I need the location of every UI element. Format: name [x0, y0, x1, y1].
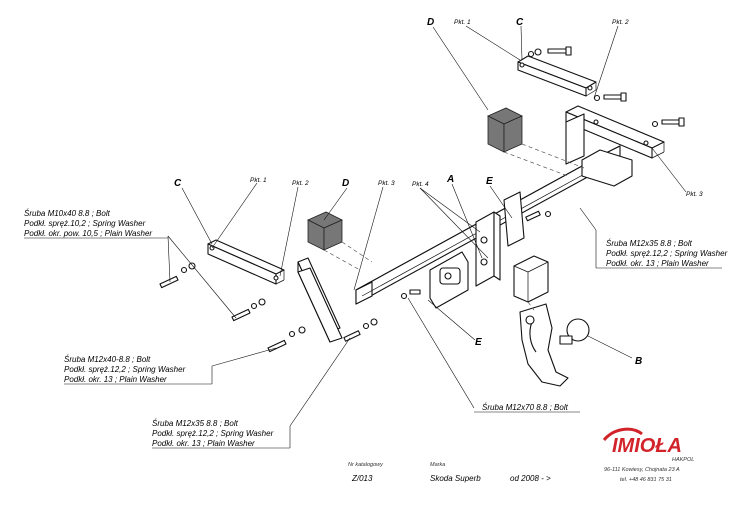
upper-right-bolts — [527, 46, 685, 128]
callout-left-top-line2: Podkł. spręż.10,2 ; Spring Washer — [24, 219, 146, 228]
logo-phone: tel. +48 46 831 75 31 — [620, 477, 672, 483]
brand-label: Marka — [430, 462, 445, 468]
logo-brand: IMIOŁA — [612, 435, 682, 457]
logo-address: 96-111 Kowiesy, Chojnata 23 A — [604, 467, 680, 473]
point-label-pkt3-left: Pkt. 3 — [378, 180, 395, 187]
left-bracket-c — [207, 239, 285, 285]
callout-bottom-line1: Śruba M12x35 8.8 ; Bolt — [152, 419, 239, 428]
callout-left-mid-line3: Podkł. okr. 13 ; Plain Washer — [64, 375, 167, 384]
callout-left-mid: Śruba M12x40-8.8 ; Bolt Podkł. spręż.12,… — [64, 355, 213, 385]
spacer-block-d-upper — [487, 107, 523, 153]
center-mount-plate — [400, 191, 552, 309]
callout-right-line2: Podkł. spręż.12,2 ; Spring Washer — [606, 249, 728, 258]
callout-bottom: Śruba M12x35 8.8 ; Bolt Podkł. spręż.12,… — [152, 419, 291, 449]
callout-right-line3: Podkł. okr. 13 ; Plain Washer — [606, 259, 709, 268]
callout-right-line1: Śruba M12x35 8.8 ; Bolt — [606, 239, 693, 248]
alignment-lines — [323, 143, 585, 311]
callout-center: Śruba M12x70 8.8 ; Bolt — [474, 403, 580, 413]
upper-right-bracket-long — [565, 105, 665, 159]
part-letter-d-upper: D — [427, 17, 434, 28]
callout-left-top-line1: Śruba M10x40 8.8 ; Bolt — [24, 209, 111, 218]
part-letter-e-lower: E — [475, 337, 482, 348]
logo-swoosh-icon — [602, 427, 643, 442]
part-letter-c-left: C — [174, 178, 182, 189]
point-label-pkt2-left: Pkt. 2 — [292, 180, 309, 187]
callout-center-line1: Śruba M12x70 8.8 ; Bolt — [482, 403, 569, 412]
part-letter-e-upper: E — [486, 176, 493, 187]
part-letters: D C C D A E E B — [174, 17, 642, 367]
callout-bottom-line2: Podkł. spręż.12,2 ; Spring Washer — [152, 429, 274, 438]
part-letter-d-left: D — [342, 178, 349, 189]
leader-lines — [167, 25, 687, 427]
part-letter-b: B — [635, 356, 642, 367]
title-block: Nr katalogowy Z/013 Marka Skoda Superb o… — [348, 462, 551, 483]
left-bracket-long — [297, 257, 343, 343]
brand-value: Skoda Superb — [430, 474, 481, 483]
catalog-number-value: Z/013 — [351, 474, 373, 483]
callout-left-mid-line1: Śruba M12x40-8.8 ; Bolt — [64, 355, 151, 364]
company-logo: IMIOŁA HAKPOL 96-111 Kowiesy, Chojnata 2… — [602, 427, 694, 483]
point-label-pkt4: Pkt. 4 — [412, 181, 429, 188]
point-label-pkt2-upper: Pkt. 2 — [612, 19, 629, 26]
production-year-value: od 2008 - > — [510, 474, 551, 483]
point-label-pkt1-upper: Pkt. 1 — [454, 19, 471, 26]
catalog-number-label: Nr katalogowy — [348, 462, 384, 468]
logo-sub: HAKPOL — [672, 457, 694, 463]
callout-left-mid-line2: Podkł. spręż.12,2 ; Spring Washer — [64, 365, 186, 374]
point-labels: Pkt. 1 Pkt. 2 Pkt. 3 Pkt. 1 Pkt. 2 Pkt. … — [250, 19, 703, 198]
callout-right: Śruba M12x35 8.8 ; Bolt Podkł. spręż.12,… — [595, 230, 728, 269]
tow-ball-b — [513, 255, 590, 387]
callout-left-top: Śruba M10x40 8.8 ; Bolt Podkł. spręż.10,… — [24, 209, 168, 239]
part-letter-a: A — [446, 174, 454, 185]
callout-left-top-line3: Podkł. okr. pow. 10,5 ; Plain Washer — [24, 229, 152, 238]
upper-right-bracket-c — [517, 55, 597, 97]
callout-bottom-line3: Podkł. okr. 13 ; Plain Washer — [152, 439, 255, 448]
point-label-pkt1-left: Pkt. 1 — [250, 177, 267, 184]
part-letter-c-upper: C — [516, 17, 524, 28]
point-label-pkt3-right: Pkt. 3 — [686, 191, 703, 198]
spacer-block-d-left — [307, 211, 343, 251]
left-bolts — [159, 262, 378, 353]
